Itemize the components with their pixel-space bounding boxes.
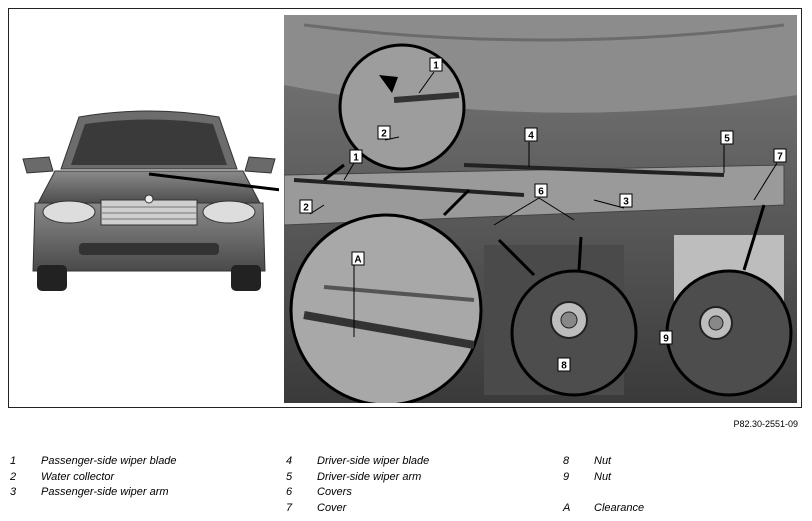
callout-label: 1 <box>429 57 443 72</box>
callout-text: 5 <box>724 134 730 145</box>
legend-item-text: Passenger-side wiper arm <box>41 486 169 498</box>
callout-label: A <box>351 251 365 266</box>
legend-item-text: Driver-side wiper blade <box>317 455 430 467</box>
callout-text: 2 <box>381 129 387 140</box>
legend-item: 5 Driver-side wiper arm <box>286 471 429 487</box>
callout-label: 9 <box>659 330 673 345</box>
callout-label: 7 <box>773 148 787 163</box>
callout-text: 6 <box>538 187 544 198</box>
callout-text: 2 <box>303 203 309 214</box>
callout-text: 4 <box>528 131 534 142</box>
legend-item: 8 Nut <box>563 455 644 471</box>
legend-item: A Clearance <box>563 502 644 518</box>
legend-item: 4 Driver-side wiper blade <box>286 455 429 471</box>
callout-label: 4 <box>524 127 538 142</box>
wiper-area-photo: 1 2 4 5 7 6 3 1 2A 8 9 <box>284 15 797 403</box>
legend-item-text: Driver-side wiper arm <box>317 470 422 483</box>
legend-item: 3 Passenger-side wiper arm <box>10 486 177 502</box>
legend-item: 2 Water collector <box>10 471 177 487</box>
legend-item: 7 Cover <box>286 502 429 518</box>
legend-item-number: 8 <box>563 455 570 467</box>
callout-label: 2 <box>377 125 391 140</box>
callout-text: 1 <box>433 61 439 72</box>
callout-text: 3 <box>623 197 629 208</box>
legend-item-number: 1 <box>10 455 17 467</box>
callout-label: 1 <box>349 149 363 164</box>
legend-item-text: Nut <box>594 455 612 467</box>
legend-item-number: 7 <box>286 501 293 514</box>
legend-column-2: 4 Driver-side wiper blade 5 Driver-side wip… <box>286 455 429 517</box>
legend-item-text: Clearance <box>594 501 645 514</box>
callout-label: 3 <box>619 193 633 208</box>
legend-item-number: 6 <box>286 486 293 498</box>
legend-item-number: 4 <box>286 455 293 467</box>
callout-text: 9 <box>663 334 669 345</box>
legend-item <box>563 486 644 502</box>
legend-item: 9 Nut <box>563 471 644 487</box>
legend-item-text: Passenger-side wiper blade <box>41 455 177 467</box>
callout-text: 7 <box>777 152 783 163</box>
callout-label: 5 <box>720 130 734 145</box>
callout-label: 6 <box>534 183 548 198</box>
callout-label: 8 <box>557 357 571 372</box>
legend-item-number: 2 <box>10 470 17 483</box>
legend-column-1: 1 Passenger-side wiper blade 2 Water collec… <box>10 455 177 502</box>
legend-item-text: Cover <box>317 501 347 514</box>
legend-item: 6 Covers <box>286 486 429 502</box>
car-front-illustration <box>22 110 279 291</box>
callout-label: 2 <box>299 199 313 214</box>
legend-item-number: 9 <box>563 470 570 483</box>
legend-item-text: Nut <box>594 470 612 483</box>
legend-item-text: Water collector <box>41 470 115 483</box>
callout-text: 8 <box>561 361 567 372</box>
legend-item-number: 5 <box>286 470 293 483</box>
legend-item-number: 3 <box>10 486 17 498</box>
legend-item-number: A <box>563 501 571 514</box>
figure-reference: P82.30-2551-09 <box>733 419 798 429</box>
legend-item: 1 Passenger-side wiper blade <box>10 455 177 471</box>
callout-text: A <box>354 255 361 266</box>
callout-text: 1 <box>353 153 359 164</box>
legend-item-text: Covers <box>317 486 352 498</box>
